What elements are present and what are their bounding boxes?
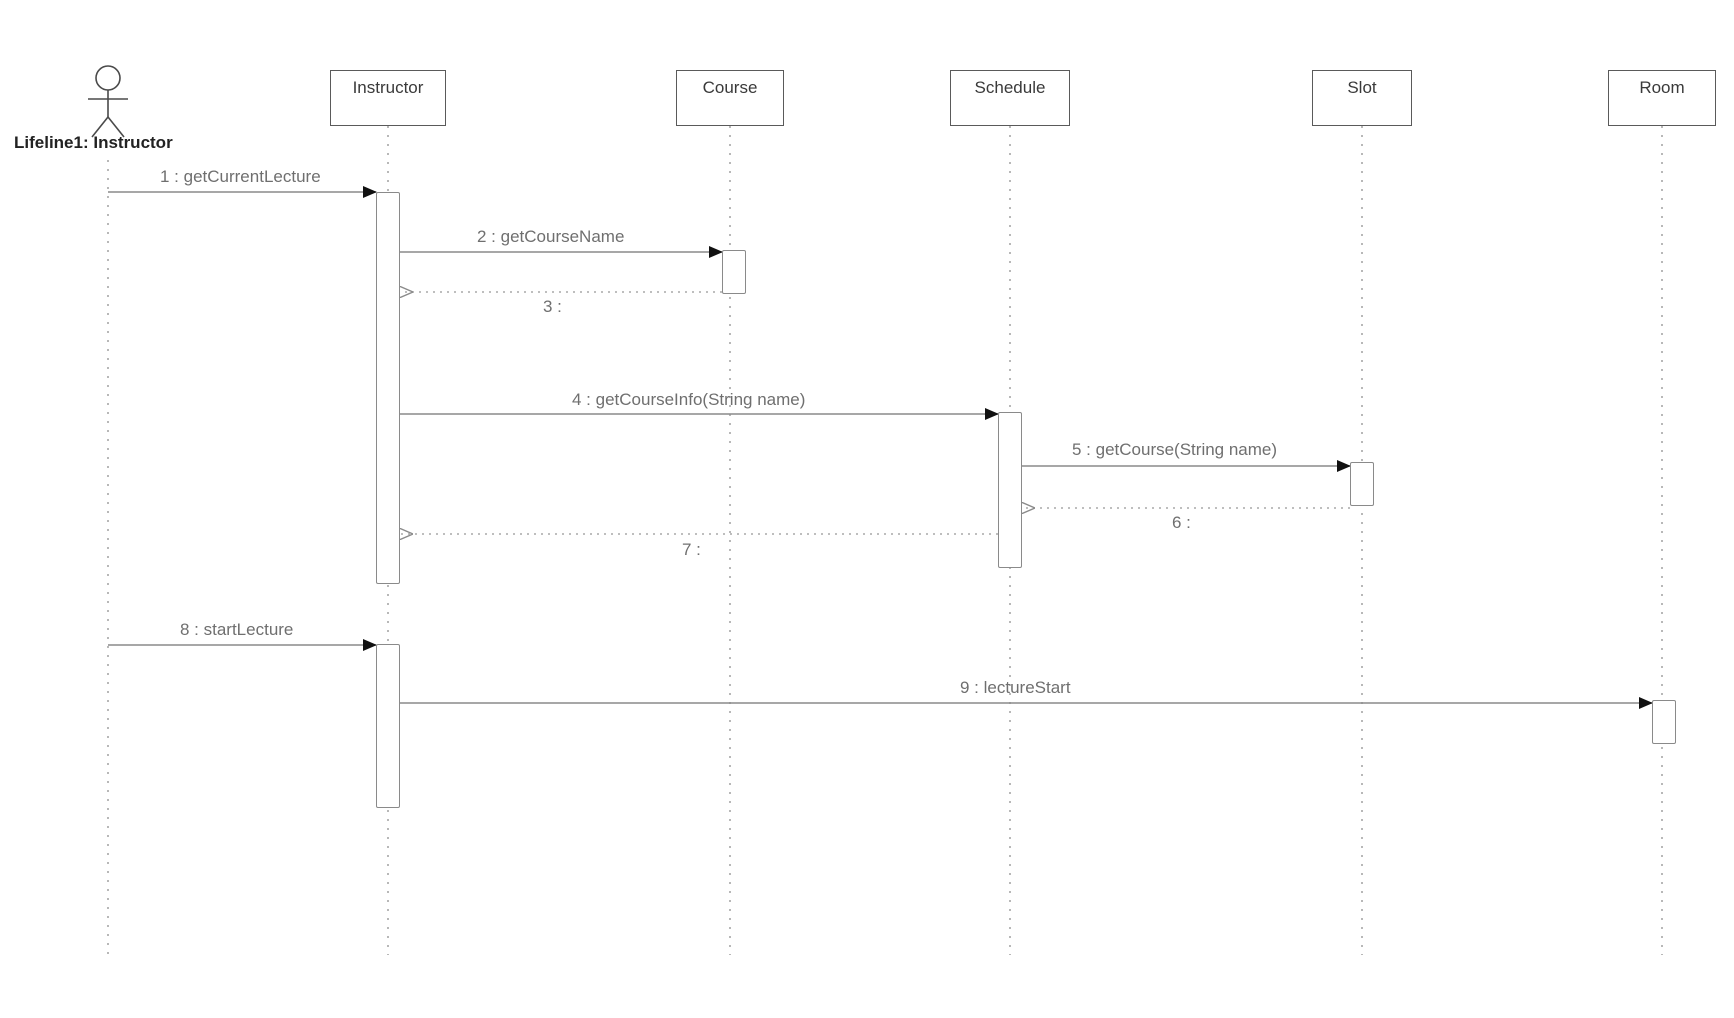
participant-label-instructor: Instructor bbox=[352, 78, 424, 97]
participant-label-course: Course bbox=[702, 78, 758, 97]
activation-instructor-1[interactable] bbox=[376, 192, 400, 584]
message-5-getCourse-label: 5 : getCourse(String name) bbox=[1072, 440, 1278, 459]
lifelines-group bbox=[107, 126, 1663, 955]
message-9-lectureStart-label: 9 : lectureStart bbox=[960, 678, 1071, 697]
participant-box-room[interactable]: Room bbox=[1608, 70, 1716, 126]
actor-lifeline-label: Lifeline1: Instructor bbox=[14, 133, 173, 152]
message-8-startLecture-label: 8 : startLecture bbox=[180, 620, 294, 639]
message-1-getCurrentLecture-label: 1 : getCurrentLecture bbox=[160, 167, 321, 186]
participant-label-room: Room bbox=[1639, 78, 1685, 97]
messages-group bbox=[108, 186, 1653, 709]
message-2-getCourseName-label: 2 : getCourseName bbox=[477, 227, 625, 246]
activation-course-1[interactable] bbox=[722, 250, 746, 294]
participant-box-instructor[interactable]: Instructor bbox=[330, 70, 446, 126]
message-3-return-label: 3 : bbox=[543, 297, 562, 316]
message-4-getCourseInfo-label: 4 : getCourseInfo(String name) bbox=[572, 390, 806, 409]
participant-box-slot[interactable]: Slot bbox=[1312, 70, 1412, 126]
participant-label-slot: Slot bbox=[1347, 78, 1377, 97]
activation-instructor-2[interactable] bbox=[376, 644, 400, 808]
participant-label-schedule: Schedule bbox=[974, 78, 1046, 97]
message-7-return-label: 7 : bbox=[682, 540, 701, 559]
message-6-return-label: 6 : bbox=[1172, 513, 1191, 532]
activation-schedule-1[interactable] bbox=[998, 412, 1022, 568]
participant-box-schedule[interactable]: Schedule bbox=[950, 70, 1070, 126]
activation-room-1[interactable] bbox=[1652, 700, 1676, 744]
actor-stick-figure bbox=[88, 65, 128, 138]
activation-slot-1[interactable] bbox=[1350, 462, 1374, 506]
participant-box-course[interactable]: Course bbox=[676, 70, 784, 126]
